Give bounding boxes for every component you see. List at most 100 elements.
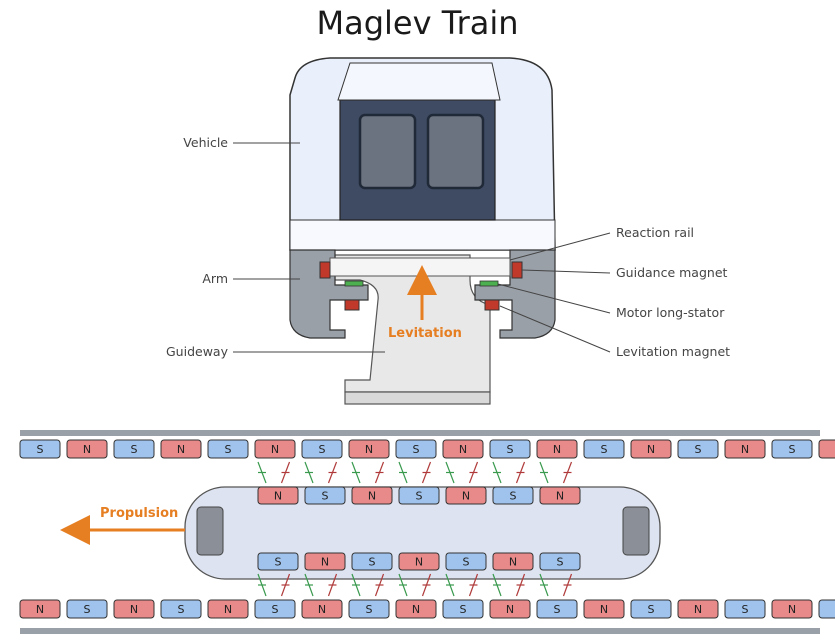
magnet-pole-label: S	[322, 490, 329, 503]
magnet-bottom-track-11: S	[536, 599, 578, 619]
force-arrow	[515, 461, 526, 484]
magnet-pole-label: S	[510, 490, 517, 503]
magnet-top-track-0: S	[19, 439, 61, 459]
magnet-pole-label: N	[321, 556, 329, 569]
force-arrows	[257, 461, 573, 597]
magnet-pole-label: S	[275, 556, 282, 569]
levitation-magnet-left	[344, 299, 360, 311]
magnet-bottom-track-14: N	[677, 599, 719, 619]
force-arrow	[445, 573, 455, 597]
magnet-train-bottom-3: N	[398, 552, 440, 571]
train-window-right	[622, 506, 650, 556]
label-levitation-magnet: Levitation magnet	[616, 344, 731, 359]
magnet-pole-label: N	[462, 490, 470, 503]
magnet-pole-label: N	[556, 490, 564, 503]
force-arrow	[374, 461, 385, 484]
guidance-magnet-right	[511, 261, 523, 279]
magnet-pole-label: S	[416, 490, 423, 503]
magnet-pole-label: S	[178, 603, 185, 616]
magnet-bottom-track-9: S	[442, 599, 484, 619]
force-arrow	[468, 461, 479, 484]
force-arrow	[351, 461, 361, 484]
magnet-pole-label: S	[789, 443, 796, 456]
label-levitation: Levitation	[388, 326, 462, 341]
force-arrow	[327, 461, 338, 484]
magnet-pole-label: S	[272, 603, 279, 616]
force-arrow	[398, 573, 408, 597]
guidance-magnet-left	[319, 261, 331, 279]
diagram-title: Maglev Train	[316, 4, 519, 42]
magnet-top-track-16: S	[771, 439, 813, 459]
motor-stator-right	[479, 280, 499, 287]
magnet-pole-label: N	[368, 490, 376, 503]
magnet-bottom-track-0: N	[19, 599, 61, 619]
vehicle-cross-section	[233, 57, 611, 405]
magnet-pole-label: N	[412, 603, 420, 616]
magnet-pole-label: S	[507, 443, 514, 456]
magnet-pole-label: N	[741, 443, 749, 456]
magnet-pole-label: S	[648, 603, 655, 616]
arm-left	[289, 249, 369, 339]
force-arrow	[304, 573, 314, 597]
magnet-bottom-track-16: N	[771, 599, 813, 619]
magnet-train-top-6: N	[539, 486, 581, 505]
magnet-bottom-track-1: S	[66, 599, 108, 619]
magnet-pole-label: N	[83, 443, 91, 456]
magnet-pole-label: N	[415, 556, 423, 569]
label-motor-long-stator: Motor long-stator	[616, 305, 725, 320]
magnet-top-track-13: N	[630, 439, 672, 459]
magnet-bottom-track-8: N	[395, 599, 437, 619]
label-guideway: Guideway	[166, 344, 228, 359]
guideway-pillar	[334, 254, 491, 393]
magnet-top-track-8: S	[395, 439, 437, 459]
magnet-pole-label: S	[319, 443, 326, 456]
magnet-pole-label: N	[224, 603, 232, 616]
force-arrow	[280, 573, 291, 597]
magnet-train-bottom-6: S	[539, 552, 581, 571]
magnet-pole-label: S	[601, 443, 608, 456]
magnet-pole-label: N	[365, 443, 373, 456]
magnet-pole-label: S	[225, 443, 232, 456]
force-arrow	[515, 573, 526, 597]
force-arrow	[421, 573, 432, 597]
magnet-pole-label: S	[742, 603, 749, 616]
magnet-train-top-2: N	[351, 486, 393, 505]
force-arrow	[539, 461, 549, 484]
window-left	[358, 113, 417, 190]
force-arrow	[445, 461, 455, 484]
magnet-bottom-track-5: S	[254, 599, 296, 619]
magnet-top-track-4: S	[207, 439, 249, 459]
magnet-top-track-2: S	[113, 439, 155, 459]
magnet-pole-label: N	[271, 443, 279, 456]
force-arrow	[374, 573, 385, 597]
magnet-pole-label: N	[177, 443, 185, 456]
magnet-pole-label: N	[459, 443, 467, 456]
magnet-pole-label: N	[553, 443, 561, 456]
magnet-bottom-track-2: N	[113, 599, 155, 619]
magnet-bottom-track-6: N	[301, 599, 343, 619]
vehicle-body-band	[289, 219, 556, 251]
track-bottom-border	[20, 628, 820, 634]
magnet-pole-label: N	[788, 603, 796, 616]
magnet-pole-label: N	[274, 490, 282, 503]
window-right	[426, 113, 485, 190]
force-arrow	[398, 461, 408, 484]
roof-panel	[337, 62, 501, 101]
magnet-pole-label: S	[131, 443, 138, 456]
force-arrow	[539, 573, 549, 597]
magnet-pole-label: S	[695, 443, 702, 456]
magnet-train-bottom-4: S	[445, 552, 487, 571]
magnet-top-track-17: N	[818, 439, 835, 459]
magnet-pole-label: S	[413, 443, 420, 456]
magnet-train-top-0: N	[257, 486, 299, 505]
magnet-train-bottom-1: N	[304, 552, 346, 571]
force-arrow	[327, 573, 338, 597]
label-guidance-magnet: Guidance magnet	[616, 265, 728, 280]
magnet-pole-label: S	[84, 603, 91, 616]
force-arrow	[492, 461, 502, 484]
magnet-pole-label: N	[318, 603, 326, 616]
motor-stator-left	[344, 280, 364, 287]
magnet-train-top-1: S	[304, 486, 346, 505]
magnet-pole-label: S	[554, 603, 561, 616]
magnet-top-track-3: N	[160, 439, 202, 459]
